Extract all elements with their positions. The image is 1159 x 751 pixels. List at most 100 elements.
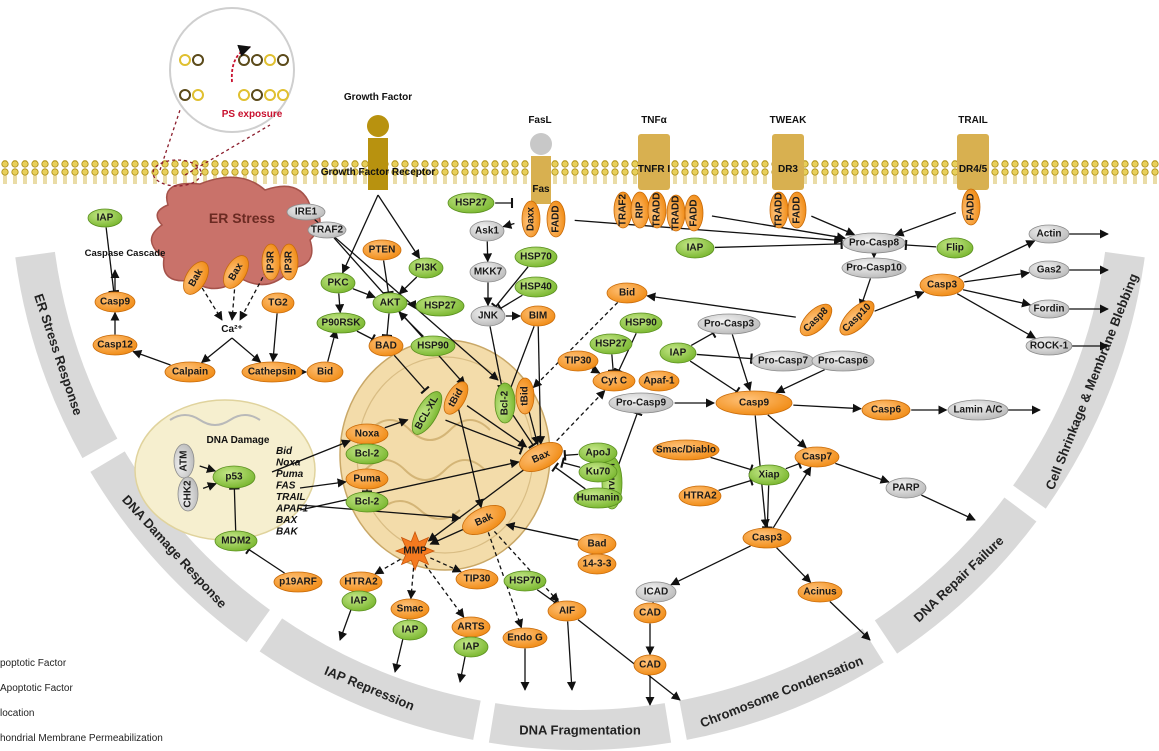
node-casp9b: Casp9 — [715, 390, 793, 416]
band-label-dna-repair-failure: DNA Repair Failure — [911, 533, 1007, 625]
node-bcl2b: Bcl-2 — [345, 443, 389, 465]
band-2 — [90, 451, 270, 643]
edge-45 — [964, 269, 1030, 283]
node-fordin: Fordin — [1028, 299, 1070, 319]
node-label-procasp7: Pro-Casp7 — [758, 356, 808, 367]
node-procasp3: Pro-Casp3 — [697, 313, 761, 335]
node-label-p1433: 14-3-3 — [583, 559, 612, 570]
node-label-procasp6: Pro-Casp6 — [818, 356, 868, 367]
edge-103 — [202, 482, 217, 491]
node-label-p53: p53 — [225, 472, 243, 483]
edge-94 — [457, 407, 484, 509]
node-label-hsp40: HSP40 — [520, 282, 552, 293]
edge-85 — [551, 462, 586, 490]
edge-100 — [299, 504, 462, 522]
node-label-mkk7: MKK7 — [474, 267, 503, 278]
edge-67 — [767, 414, 807, 449]
node-label-xiap: Xiap — [758, 470, 779, 481]
tnfa-label: TNFα — [641, 115, 667, 126]
edge-109 — [430, 557, 462, 573]
edge-91 — [511, 412, 538, 449]
edge-17 — [398, 276, 418, 295]
node-label-casp3a: Casp3 — [927, 280, 957, 291]
node-label-tradd3: TRADD — [774, 193, 785, 228]
edge-22 — [393, 354, 430, 395]
edge-84 — [560, 457, 581, 468]
node-iap1: IAP — [87, 208, 123, 228]
node-p1433: 14-3-3 — [577, 553, 617, 575]
edge-71 — [785, 458, 802, 470]
edge-33 — [489, 326, 506, 394]
node-label-apoj: ApoJ — [586, 448, 611, 459]
node-fadd3: FADD — [787, 191, 807, 229]
node-bak2: Bak — [462, 505, 506, 535]
edge-46 — [962, 289, 1032, 308]
edge-11 — [200, 337, 233, 364]
node-casp10: Casp10 — [839, 300, 875, 336]
node-procasp9: Pro-Casp9 — [608, 392, 674, 414]
node-label-hsp27b: HSP27 — [455, 198, 487, 209]
dr3-receptor-shape — [772, 134, 804, 190]
fas-receptor-shape — [531, 156, 551, 204]
edge-104 — [229, 487, 240, 531]
dna-damage-title: DNA Damage — [207, 435, 270, 446]
node-jnk: JNK — [470, 305, 506, 327]
gene-bak: BAK — [276, 527, 298, 538]
node-htra2b: HTRA2 — [678, 485, 722, 507]
node-label-gas2: Gas2 — [1037, 265, 1062, 276]
edge-76 — [829, 601, 871, 641]
edge-72 — [762, 485, 773, 529]
node-label-aif: AIF — [559, 606, 575, 617]
band-5 — [679, 628, 884, 740]
node-label-hsp27a: HSP27 — [424, 301, 456, 312]
edge-8 — [239, 270, 267, 321]
node-label-casp7: Casp7 — [802, 452, 832, 463]
growth-factor-receptor-shape — [368, 138, 388, 190]
dr45-label: DR4/5 — [959, 164, 988, 175]
node-label-htra2b: HTRA2 — [683, 491, 717, 502]
node-hsp27b: HSP27 — [447, 192, 495, 214]
edge-90 — [445, 419, 525, 455]
node-label-actin: Actin — [1037, 229, 1062, 240]
edge-69 — [710, 456, 754, 475]
node-bad: BAD — [368, 335, 404, 357]
node-label-akt: AKT — [380, 298, 401, 309]
node-label-bim: BIM — [529, 311, 547, 322]
node-label-ire1: IRE1 — [295, 207, 318, 218]
node-label-iap6: IAP — [463, 642, 480, 653]
node-label-p19arf: p19ARF — [279, 577, 317, 588]
edge-9 — [201, 287, 223, 321]
edge-95 — [271, 439, 351, 473]
node-parp: PARP — [885, 477, 927, 499]
node-noxa: Noxa — [345, 423, 389, 445]
node-label-ask1: Ask1 — [475, 226, 499, 237]
node-label-flip: Flip — [946, 243, 964, 254]
node-bid2: Bid — [606, 282, 648, 304]
node-label-iap1: IAP — [97, 213, 114, 224]
band-1 — [15, 251, 118, 459]
ps-exposure-label: PS exposure — [222, 109, 283, 120]
legend-item-1: poptotic Factor — [0, 658, 67, 669]
node-label-tg2: TG2 — [268, 298, 288, 309]
ps-exposure-inset: PS exposure — [152, 7, 295, 187]
tnfr1-label: TNFR I — [638, 164, 670, 175]
node-hsp70a: HSP70 — [514, 246, 558, 268]
node-label-casp9a: Casp9 — [100, 297, 130, 308]
edge-77 — [670, 545, 751, 586]
node-acinus: Acinus — [797, 581, 843, 603]
node-p53: p53 — [212, 465, 256, 489]
node-casp3b: Casp3 — [742, 527, 792, 549]
edge-92 — [466, 405, 528, 448]
edge-40 — [714, 238, 843, 250]
node-actin: Actin — [1028, 224, 1070, 244]
node-bim: BIM — [520, 305, 556, 327]
node-flip: Flip — [936, 237, 974, 259]
node-chk2: CHK2 — [177, 476, 199, 512]
node-label-apaf1: Apaf-1 — [643, 376, 675, 387]
node-label-hsp70b: HSP70 — [509, 576, 541, 587]
node-label-smac: Smac — [397, 604, 424, 615]
node-puma: Puma — [345, 468, 389, 490]
node-label-tbid2: tBid — [520, 386, 531, 405]
node-label-tradd2: TRADD — [671, 196, 682, 231]
